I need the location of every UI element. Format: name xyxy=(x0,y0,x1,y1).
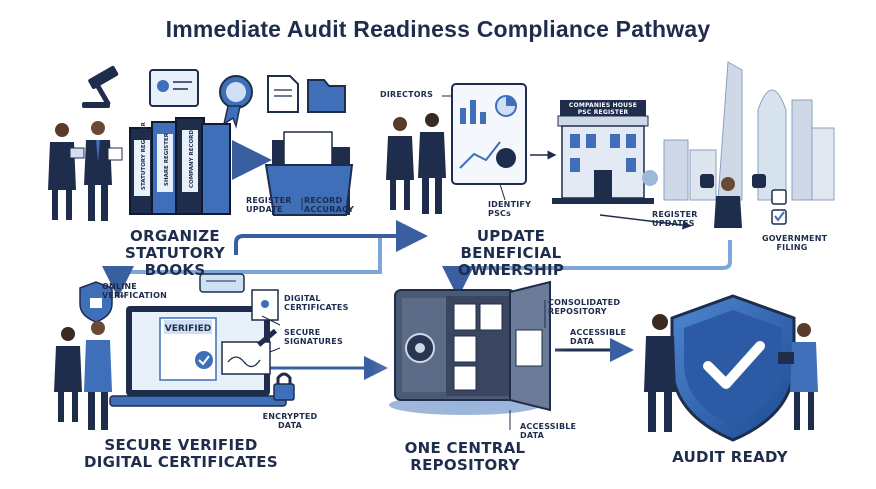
callout-directors: DIRECTORS xyxy=(380,90,434,99)
folder-icon xyxy=(307,79,346,113)
callout-register-updates: REGISTER UPDATES xyxy=(652,210,698,228)
award-seal-icon xyxy=(219,75,253,129)
open-folder-icon xyxy=(264,131,354,216)
flow-arrow-3 xyxy=(442,240,732,298)
person-woman-4 xyxy=(778,323,818,430)
padlock-icon xyxy=(273,372,295,401)
person-woman-3 xyxy=(54,327,82,422)
binder-label-2: SHARE REGISTER xyxy=(164,132,170,186)
callout-secure-signatures: SECURE SIGNATURES xyxy=(284,328,343,346)
document-icon xyxy=(267,75,299,113)
callout-government-filing: GOVERNMENT FILING xyxy=(762,234,828,252)
stage-label-certificates: SECURE VERIFIED DIGITAL CERTIFICATES xyxy=(84,436,278,471)
shield-check-icon xyxy=(670,294,796,442)
callout-record-accuracy: RECORD ACCURACY xyxy=(304,196,355,214)
callout-register-update: REGISTER UPDATE xyxy=(246,196,292,214)
person-woman-2 xyxy=(386,117,414,210)
binders-icon: STATUTORY REGISTER SHARE REGISTER COMPAN… xyxy=(129,117,231,215)
callout-companies-house: COMPANIES HOUSE PSC REGISTER xyxy=(568,102,638,116)
person-man-3 xyxy=(84,321,112,430)
person-man-2 xyxy=(418,113,446,214)
binder-label-1: STATUTORY REGISTER xyxy=(141,121,147,190)
callout-online-verification: ONLINE VERIFICATION xyxy=(102,282,168,300)
flow-arrow-8 xyxy=(599,214,692,230)
stage-label-repository: ONE CENTRAL REPOSITORY xyxy=(404,439,526,474)
dashboard-board-icon xyxy=(451,83,527,185)
callout-lines xyxy=(116,95,546,430)
presenter-man-icon xyxy=(700,174,787,228)
flow-arrow-1 xyxy=(234,220,428,255)
screen-verified-badge: VERIFIED xyxy=(165,324,212,334)
stage-label-beneficial: UPDATE BENEFICIAL OWNERSHIP xyxy=(457,227,565,279)
stage-label-organize: ORGANIZE STATUTORY BOOKS xyxy=(124,227,225,279)
certificate-doc-icon xyxy=(251,289,279,321)
speech-bubble-icon xyxy=(199,273,245,293)
city-skyline-icon xyxy=(642,61,835,201)
certificate-icon xyxy=(149,69,199,107)
callout-encrypted-data: ENCRYPTED DATA xyxy=(262,412,318,430)
callout-digital-certificates: DIGITAL CERTIFICATES xyxy=(284,294,349,312)
stage-label-audit: AUDIT READY xyxy=(672,448,788,466)
callout-identify-pscs: IDENTIFY PSCs xyxy=(488,200,532,218)
signature-document-icon xyxy=(221,328,278,375)
person-woman-1 xyxy=(48,123,85,220)
callout-accessible-1: ACCESSIBLE DATA xyxy=(570,328,627,346)
page-title: Immediate Audit Readiness Compliance Pat… xyxy=(165,16,711,42)
gavel-icon xyxy=(82,65,119,108)
person-man-4 xyxy=(644,314,676,432)
callout-accessible-2: ACCESSIBLE DATA xyxy=(520,422,577,440)
binder-label-3: COMPANY RECORDS xyxy=(189,126,195,188)
callout-consolidated: CONSOLIDATED REPOSITORY xyxy=(548,298,621,316)
flow-arrow-2 xyxy=(102,238,382,298)
vault-icon xyxy=(389,280,551,415)
person-man-1 xyxy=(84,121,123,221)
companies-house-building-icon xyxy=(552,100,654,204)
